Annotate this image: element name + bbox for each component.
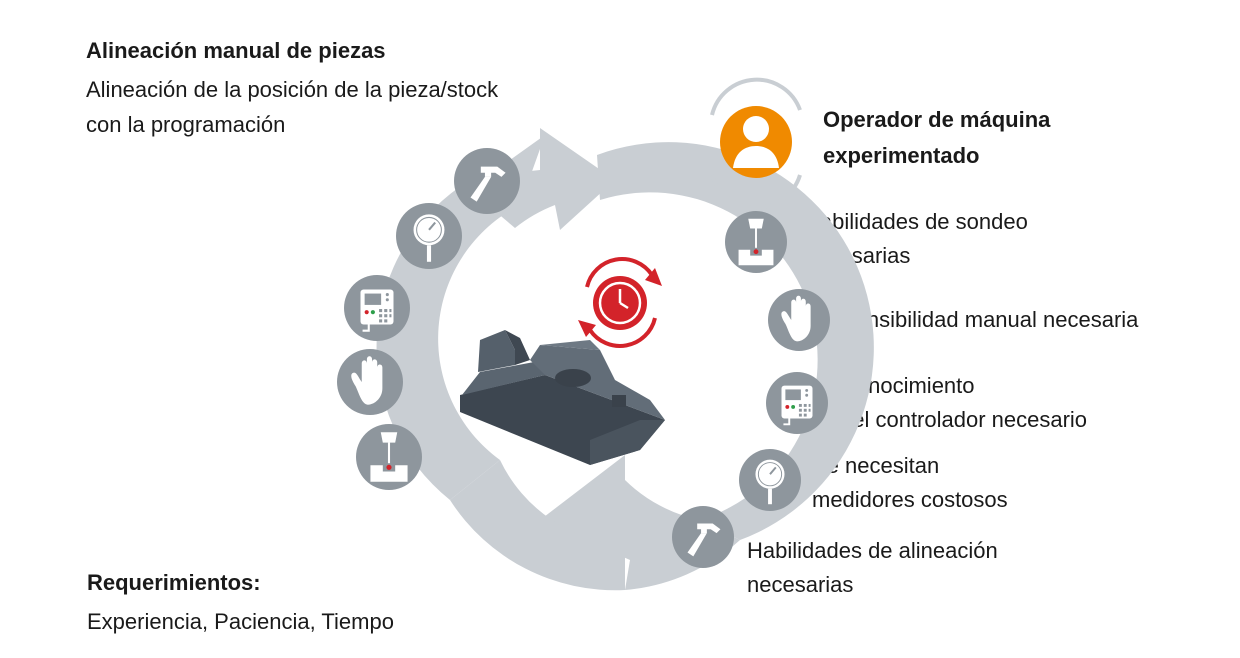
diagram-subtitle-line2: con la programación	[86, 112, 286, 137]
cycle-gauge-icon	[396, 203, 462, 269]
req-hammer-line2: necesarias	[747, 572, 854, 597]
req-gauge-line2: medidores costosos	[812, 487, 1008, 512]
hammer-icon	[672, 506, 734, 568]
probe-icon	[725, 211, 787, 273]
clock-cycle-icon	[578, 257, 662, 348]
requirements-text: Experiencia, Paciencia, Tiempo	[87, 609, 394, 634]
diagram-subtitle-line1: Alineación de la posición de la pieza/st…	[86, 77, 499, 102]
hand-icon	[768, 289, 830, 351]
operator-label-line2: experimentado	[823, 143, 980, 168]
req-probe-line1: Habilidades de sondeo	[804, 209, 1028, 234]
cycle-probe-icon	[356, 424, 422, 490]
controller-icon	[766, 372, 828, 434]
req-hammer-line1: Habilidades de alineación	[747, 538, 998, 563]
person-icon	[710, 77, 802, 210]
cycle-hammer-icon	[454, 148, 520, 214]
diagram-title: Alineación manual de piezas	[86, 38, 386, 63]
workpiece-part	[460, 330, 665, 465]
req-controller-line2: del controlador necesario	[840, 407, 1088, 432]
requirements-title: Requerimientos:	[87, 570, 261, 595]
cycle-controller-icon	[344, 275, 410, 341]
cycle-ring	[376, 128, 874, 591]
req-hand-line1: Sensibilidad manual necesaria	[840, 307, 1139, 332]
cycle-hand-icon	[337, 349, 403, 415]
gauge-icon	[739, 449, 801, 511]
operator-label-line1: Operador de máquina	[823, 107, 1051, 132]
